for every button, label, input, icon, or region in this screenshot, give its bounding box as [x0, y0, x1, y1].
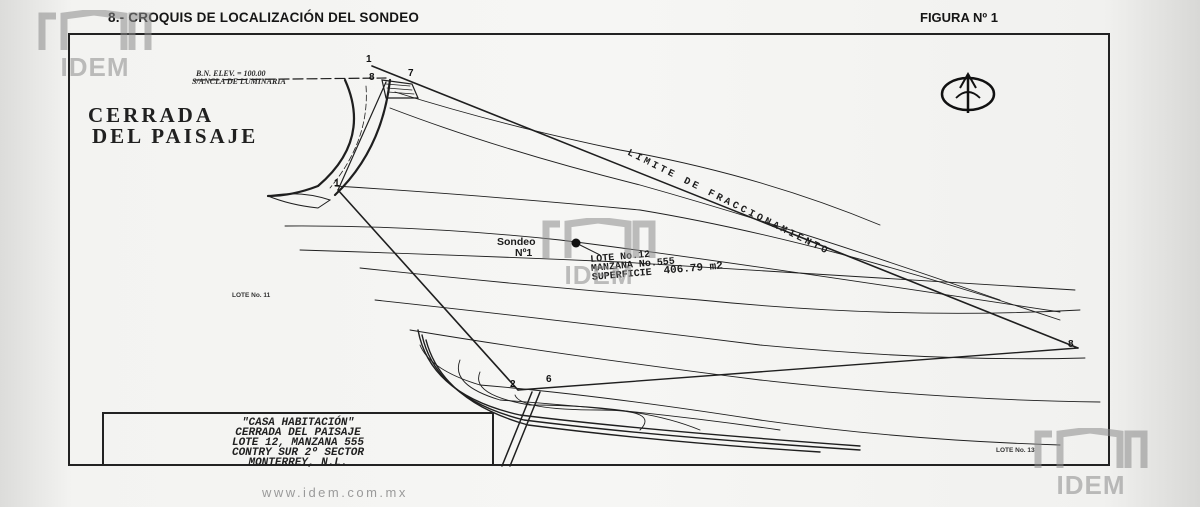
street-curb-east [333, 78, 392, 197]
title-block-line5: MONTERREY, N.L. [248, 457, 348, 469]
contour-lines [284, 91, 1101, 446]
benchmark-label: B.N. ELEV. = 100.00 S/ANCLA DE LUMINARIA [192, 69, 286, 86]
title-block-line3: LOTE 12, MANZANA 555 [231, 437, 365, 449]
watermark-text: IDEM [60, 52, 130, 82]
retaining-wall-a [509, 391, 541, 467]
boundary-limit-line [371, 65, 1079, 349]
watermark-logo: IDEM [1032, 426, 1150, 500]
street-curb-west [266, 78, 356, 198]
lot-line-west [337, 189, 519, 391]
sondeo-label-line1: Sondeo [497, 236, 536, 248]
map-frame [68, 33, 1110, 466]
vertex-label: 8 [369, 72, 375, 83]
lot-line-south [517, 347, 1079, 391]
watermark-house-icon [38, 8, 152, 50]
watermark-house-icon [542, 216, 656, 258]
watermark-text: IDEM [564, 260, 634, 290]
vertex-label: 1 [334, 178, 340, 189]
street-label: CERRADA DEL PAISAJE [88, 105, 258, 147]
cul-de-sac [267, 193, 332, 209]
retaining-wall-b [501, 391, 533, 467]
sondeo-marker [571, 238, 581, 248]
neighbor-lot-south: LOTE No. 13 [996, 447, 1035, 454]
footer-url: www.idem.com.mx [262, 485, 408, 500]
vertex-label: 1 [366, 54, 372, 65]
lot-line-street [337, 81, 387, 191]
stairs [385, 83, 415, 95]
sondeo-label-line2: Nº1 [515, 247, 533, 259]
north-arrow-icon [940, 72, 996, 113]
benchmark-line1: B.N. ELEV. = 100.00 [196, 69, 266, 78]
sondeo-label: Sondeo Nº1 [497, 237, 536, 259]
benchmark-line2: S/ANCLA DE LUMINARIA [192, 77, 286, 86]
title-block-line2: CERRADA DEL PAISAJE [235, 427, 361, 439]
slope-hatching [417, 329, 861, 453]
benchmark-line [194, 77, 387, 81]
vertex-label: 6 [546, 374, 552, 385]
vertex-label: 2 [510, 379, 516, 390]
watermark-logo: IDEM [36, 8, 154, 82]
title-block: "CASA HABITACIÓN" CERRADA DEL PAISAJE LO… [102, 412, 494, 469]
watermark-text: IDEM [1056, 470, 1126, 500]
neighbor-lot-west: LOTE No. 11 [232, 292, 271, 299]
title-block-line1: "CASA HABITACIÓN" [241, 417, 355, 429]
watermark-house-icon [1034, 426, 1148, 468]
street-centerline [329, 85, 367, 189]
watermark-logo: IDEM [540, 216, 658, 290]
building-outline [381, 79, 419, 99]
title-block-line4: CONTRY SUR 2º SECTOR [231, 447, 365, 459]
figure-number: FIGURA Nº 1 [920, 10, 998, 25]
vertex-label: 7 [408, 68, 414, 79]
street-label-line2: DEL PAISAJE [92, 124, 259, 148]
vertex-label: 8 [1068, 339, 1074, 350]
page-title: 8.- CROQUIS DE LOCALIZACIÓN DEL SONDEO [108, 10, 420, 25]
sondeo-leader [579, 244, 601, 256]
street-label-line1: CERRADA [88, 103, 214, 127]
